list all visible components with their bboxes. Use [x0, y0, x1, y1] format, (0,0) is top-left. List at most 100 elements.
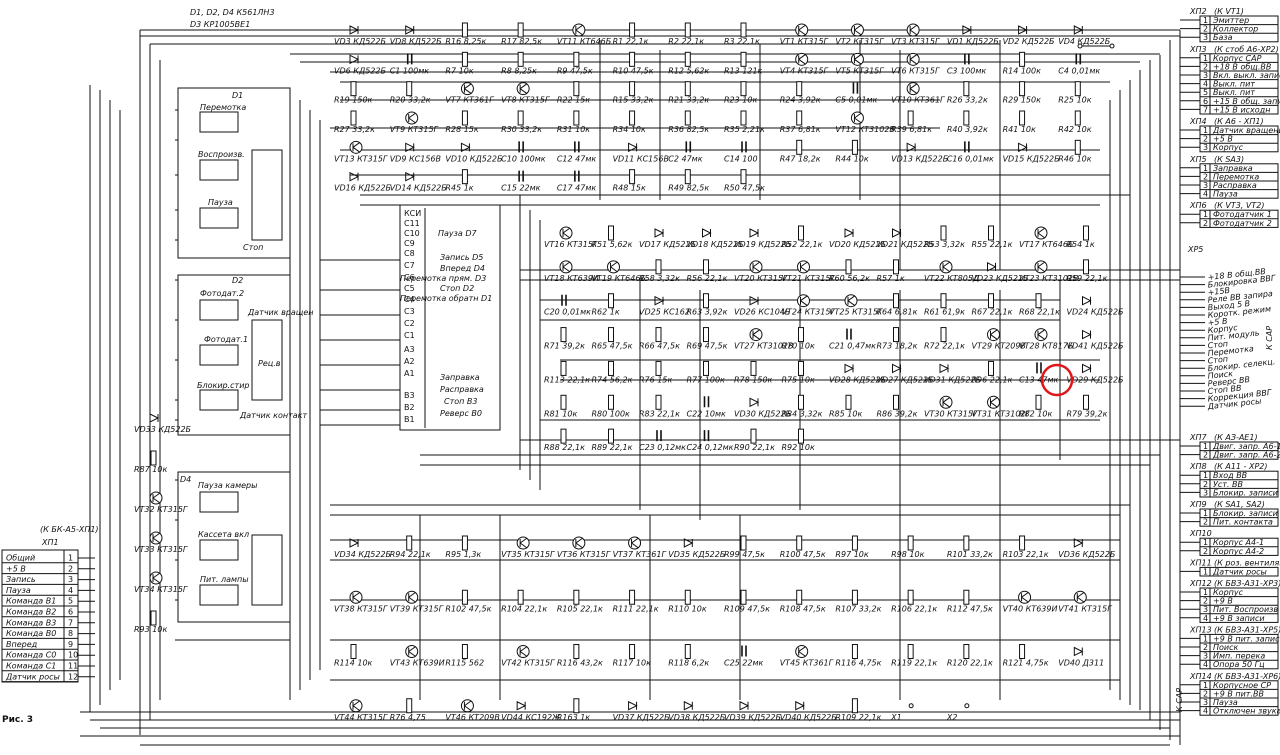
d3-pin-4: С9: [404, 239, 415, 248]
right-connector-pin: 4: [1203, 660, 1208, 669]
component-label: VТ28 КТ817Б: [1019, 342, 1074, 351]
component-label: R31 10к: [557, 125, 590, 134]
resistor-symbol: [560, 327, 567, 343]
component-label: R13 121к: [724, 66, 763, 75]
component-label: R84 3,32к: [782, 409, 823, 418]
resistor-symbol: [1019, 51, 1026, 67]
right-connector-label: Перемотка: [1213, 172, 1259, 181]
component-label: VТ18 КТ639И: [544, 274, 599, 283]
component-label: R36 82,5к: [668, 125, 709, 134]
resistor-symbol: [703, 259, 709, 275]
component-label: R81 10к: [544, 409, 577, 418]
component-label: R79 39,2к: [1067, 409, 1108, 418]
component-label: R52 22,1к: [782, 240, 823, 249]
d3-out-2: Запись D5: [440, 253, 483, 262]
capacitor-symbol: [964, 141, 970, 153]
diode-symbol: [460, 142, 471, 153]
diode-symbol: [749, 397, 760, 408]
resistor-symbol: [750, 360, 757, 376]
component-label: С3 100мк: [947, 66, 987, 75]
right-connector-box: [1199, 53, 1279, 115]
right-connector-ref: ХП10: [1189, 529, 1212, 538]
component-label: VD27 КД522Б: [877, 375, 935, 384]
resistor-symbol: [851, 698, 858, 714]
transistor-symbol: [850, 111, 864, 125]
capacitor-symbol: [852, 82, 859, 94]
component-label: VD1 КД522Б: [947, 37, 999, 46]
right-signal-label: Поиск: [1207, 369, 1233, 381]
component-label: VD14 КД522Б: [390, 184, 448, 193]
resistor-symbol: [573, 644, 580, 659]
component-label: VТ33 КТ315Г: [134, 545, 188, 554]
transistor-leads: [942, 396, 951, 408]
resistor-symbol: [1074, 110, 1081, 126]
right-connector-label: Корпус А4-1: [1213, 538, 1264, 547]
resistor-symbol: [963, 81, 970, 97]
resistor-symbol: [350, 110, 357, 126]
resistor-symbol: [988, 225, 994, 241]
transistor-symbol: [572, 536, 586, 550]
right-connector-pin: 7: [1203, 105, 1208, 114]
right-connector-label: Фотодатчик 2: [1213, 219, 1272, 228]
right-connector-label: +5 В: [1213, 135, 1233, 144]
transistor-leads: [752, 261, 761, 273]
resistor-symbol: [893, 259, 899, 275]
transistor-symbol: [149, 531, 163, 545]
transistor-symbol: [559, 226, 573, 240]
resistor-symbol: [907, 535, 914, 551]
component-label: R47 18,2к: [780, 154, 821, 163]
component-label: R116 43,2к: [557, 659, 603, 668]
left-connector-pin: 3: [68, 575, 73, 584]
resistor-symbol: [573, 110, 580, 126]
resistor-symbol: [798, 225, 804, 241]
right-connector-pin: 3: [1203, 652, 1208, 661]
resistor-symbol: [684, 22, 691, 38]
resistor-symbol: [740, 535, 747, 551]
resistor-symbol: [798, 327, 804, 343]
x-terminals: [1077, 43, 1115, 49]
diode-symbol: [654, 295, 665, 306]
diode-symbol: [405, 25, 415, 35]
component-label: VТ12 КТ3102В: [835, 125, 895, 134]
right-connector-pin: 6: [1203, 97, 1208, 106]
transistor-leads: [152, 532, 161, 544]
resistor-symbol: [963, 110, 970, 126]
component-label: R95 1,3к: [445, 550, 481, 559]
diode-symbol: [1073, 25, 1084, 35]
component-label: R88 22,1к: [544, 443, 585, 452]
transistor-symbol: [516, 645, 530, 658]
diode-symbol: [1018, 142, 1028, 153]
transistor-symbol: [1073, 590, 1087, 604]
transistor-leads: [798, 646, 807, 657]
d4-item-1: Пауза камеры: [198, 481, 257, 490]
resistor-symbol: [560, 428, 567, 444]
component-label: R116 4,75к: [835, 659, 881, 668]
right-connector-label: Эмиттер: [1212, 16, 1249, 25]
right-connector-header: (К стоб А6-ХР2): [1214, 45, 1279, 54]
d1-item-2: Воспроизв.: [198, 150, 245, 159]
d2-item-4: Рец.в: [258, 359, 281, 368]
transistor-symbol: [906, 52, 920, 66]
right-signal-label: +15В: [1207, 286, 1230, 297]
terminal-symbol: [964, 703, 970, 709]
component-label: R3 22,1к: [724, 37, 760, 46]
transistor-symbol: [795, 23, 809, 37]
component-label: R67 22,1к: [972, 308, 1013, 317]
component-label: VD33 КД522Б: [134, 425, 192, 434]
component-label: VD8 КД522Б: [390, 37, 442, 46]
component-label: VD25 КС162: [639, 308, 690, 317]
resistor-symbol: [629, 22, 636, 38]
component-label: R10 47,5к: [613, 66, 654, 75]
left-connector-label: Команда В0: [6, 629, 56, 638]
resistor-symbol: [796, 81, 803, 97]
right-connector-label: +15 В исходн: [1213, 105, 1270, 114]
resistor-symbol: [655, 360, 662, 376]
component-label: R16 8,25к: [445, 37, 486, 46]
transistor-symbol: [1034, 328, 1048, 342]
resistor-symbol: [573, 81, 580, 97]
component-label: R73 18,2к: [877, 342, 918, 351]
component-label: R85 10к: [829, 409, 862, 418]
component-label: R98 10к: [891, 550, 924, 559]
component-label: R17 82,5к: [501, 37, 542, 46]
right-connector-label: Коллектор: [1213, 25, 1258, 34]
